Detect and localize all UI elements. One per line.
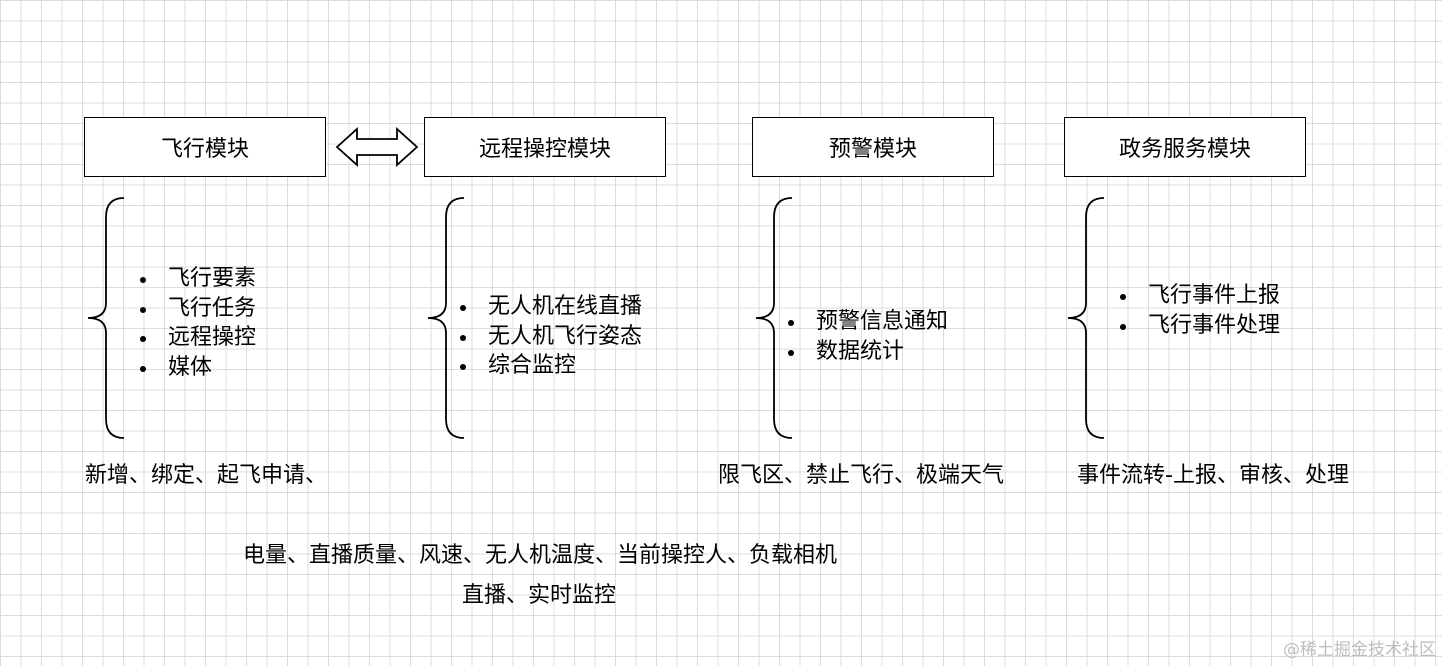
bullet-icon [1120, 323, 1126, 330]
watermark: @稀土掘金技术社区 [1283, 640, 1436, 660]
module-title: 远程操控模块 [478, 137, 611, 162]
curly-brace-flight [87, 197, 125, 439]
list-item: 飞行事件上报 [1118, 281, 1280, 311]
bullet-icon [140, 306, 146, 313]
list-item: 数据统计 [786, 337, 948, 367]
bullet-icon [788, 349, 794, 356]
curly-brace-warning [755, 197, 793, 439]
remote-control-module-items: 无人机在线直播 无人机飞行姿态 综合监控 [458, 292, 642, 381]
bullet-icon [460, 305, 466, 311]
flight-module-items: 飞行要素 飞行任务 远程操控 媒体 [138, 264, 256, 382]
bullet-icon [140, 365, 146, 372]
module-title: 政务服务模块 [1118, 137, 1251, 162]
bullet-icon [788, 320, 794, 326]
remote-control-note-line2: 直播、实时监控 [462, 583, 617, 608]
module-box-remote-control: 远程操控模块 [424, 117, 666, 177]
module-box-gov-service: 政务服务模块 [1064, 117, 1306, 177]
module-box-warning: 预警模块 [752, 117, 994, 177]
flight-note: 新增、绑定、起飞申请、 [85, 463, 328, 488]
list-item: 飞行事件处理 [1118, 311, 1280, 341]
warning-note: 限飞区、禁止飞行、极端天气 [718, 463, 1005, 488]
curly-brace-gov-service [1067, 197, 1105, 439]
bidirectional-arrow-icon [335, 126, 419, 168]
list-item: 飞行任务 [138, 294, 256, 324]
bullet-icon [140, 277, 146, 283]
bullet-icon [460, 334, 466, 341]
remote-control-note-line1: 电量、直播质量、风速、无人机温度、当前操控人、负载相机 [243, 543, 838, 568]
list-item: 媒体 [138, 353, 256, 383]
list-item: 飞行要素 [138, 264, 256, 294]
curly-brace-remote-control [427, 197, 465, 439]
list-item: 远程操控 [138, 323, 256, 353]
bullet-icon [460, 364, 466, 370]
gov-service-note: 事件流转-上报、审核、处理 [1077, 463, 1349, 488]
list-item: 综合监控 [458, 351, 642, 381]
list-item: 无人机飞行姿态 [458, 322, 642, 352]
module-title: 飞行模块 [160, 137, 249, 162]
bullet-icon [140, 336, 146, 342]
warning-module-items: 预警信息通知 数据统计 [786, 307, 948, 366]
module-title: 预警模块 [828, 137, 917, 162]
list-item: 无人机在线直播 [458, 292, 642, 322]
list-item: 预警信息通知 [786, 307, 948, 337]
gov-service-module-items: 飞行事件上报 飞行事件处理 [1118, 281, 1280, 340]
bullet-icon [1120, 294, 1126, 300]
module-box-flight: 飞行模块 [84, 117, 326, 177]
